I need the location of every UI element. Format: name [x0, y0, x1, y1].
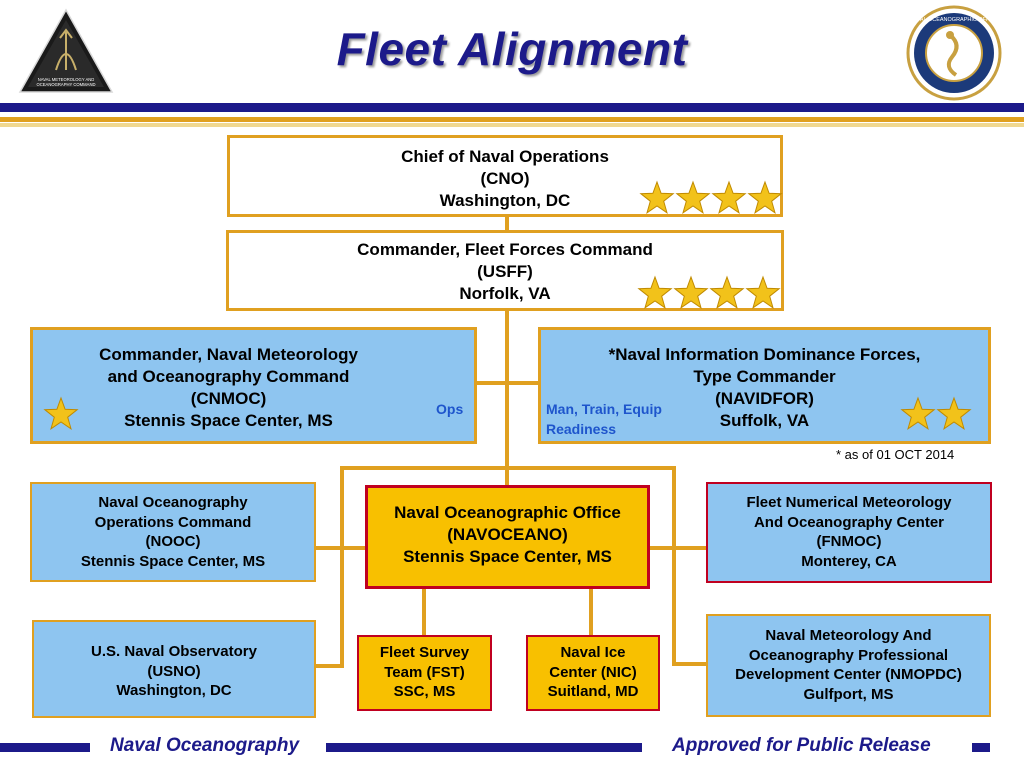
- connector-usno: [315, 664, 342, 668]
- connector-navoceano-right: [649, 546, 674, 550]
- usff-box: Commander, Fleet Forces Command (USFF) N…: [226, 230, 784, 311]
- header-rule-gold: [0, 117, 1024, 122]
- cnmoc-abbr: (CNMOC): [190, 389, 267, 409]
- man-train-equip-label: Man, Train, Equip: [546, 401, 662, 417]
- navidfor-name-2: Type Commander: [693, 367, 836, 387]
- navoceano-location: Stennis Space Center, MS: [403, 547, 612, 567]
- fnmoc-name-1: Fleet Numerical Meteorology: [746, 494, 952, 511]
- navoceano-abbr: (NAVOCEANO): [447, 525, 568, 545]
- header-rule-navy: [0, 103, 1024, 112]
- usff-stars: [637, 275, 782, 311]
- svg-text:OCEANOGRAPHY COMMAND: OCEANOGRAPHY COMMAND: [36, 82, 95, 87]
- star-icon: [711, 180, 747, 214]
- connector-fst: [422, 588, 426, 636]
- navoceano-name: Naval Oceanographic Office: [394, 503, 621, 522]
- star-icon: [639, 180, 675, 214]
- usno-name: U.S. Naval Observatory: [91, 643, 257, 660]
- navoceano-seal: NAVAL OCEANOGRAPHIC OFFICE: [906, 5, 1002, 101]
- fnmoc-location: Monterey, CA: [801, 552, 897, 570]
- cno-location: Washington, DC: [439, 191, 571, 211]
- navidfor-name-1: *Naval Information Dominance Forces,: [608, 345, 921, 364]
- star-icon: [709, 275, 745, 309]
- cnmoc-location: Stennis Space Center, MS: [124, 411, 333, 431]
- connector-cno-usff: [505, 216, 509, 232]
- page-title: Fleet Alignment: [336, 23, 688, 75]
- connector-main-trunk: [505, 310, 509, 488]
- fnmoc-abbr: (FNMOC): [816, 533, 882, 550]
- nooc-box: Naval Oceanography Operations Command (N…: [30, 482, 316, 582]
- star-icon: [673, 275, 709, 309]
- cnmoc-name-2: and Oceanography Command: [107, 367, 350, 387]
- usno-location: Washington, DC: [116, 682, 232, 699]
- cnmoc-box: Commander, Naval Meteorology and Oceanog…: [30, 327, 477, 444]
- star-icon: [900, 396, 936, 430]
- connector-right-vertical: [672, 466, 676, 666]
- fnmoc-name-2: And Oceanography Center: [753, 513, 945, 531]
- footer-left-text: Naval Oceanography: [110, 735, 300, 756]
- usno-abbr: (USNO): [147, 662, 201, 680]
- readiness-label: Readiness: [546, 421, 617, 437]
- cnmoc-stars: [43, 396, 83, 432]
- nmopdc-name-1: Naval Meteorology And: [765, 627, 932, 644]
- navidfor-stars: [900, 396, 980, 432]
- navidfor-box: *Naval Information Dominance Forces, Typ…: [538, 327, 991, 444]
- nic-name-1: Naval Ice: [560, 644, 626, 661]
- fst-name-1: Fleet Survey: [379, 644, 470, 661]
- connector-nic: [589, 588, 593, 636]
- ops-label: Ops: [436, 401, 464, 417]
- connector-distribution-bar: [340, 466, 676, 470]
- navidfor-location: Suffolk, VA: [719, 411, 810, 431]
- svg-text:NAVAL METEOROLOGY AND: NAVAL METEOROLOGY AND: [38, 77, 95, 82]
- nmopdc-name-2: Oceanography Professional: [748, 646, 949, 664]
- nooc-abbr: (NOOC): [145, 533, 201, 550]
- star-icon: [43, 396, 79, 430]
- nmopdc-box: Naval Meteorology And Oceanography Profe…: [706, 614, 991, 717]
- usff-name: Commander, Fleet Forces Command: [357, 240, 653, 259]
- footer-bar-middle: [326, 743, 642, 752]
- nmoc-logo: NAVAL METEOROLOGY AND OCEANOGRAPHY COMMA…: [18, 8, 114, 93]
- cno-abbr: (CNO): [480, 169, 530, 189]
- usno-box: U.S. Naval Observatory (USNO) Washington…: [32, 620, 316, 718]
- cnmoc-name-1: Commander, Naval Meteorology: [99, 345, 358, 364]
- connector-fnmoc: [674, 546, 708, 550]
- star-icon: [745, 275, 781, 309]
- star-icon: [675, 180, 711, 214]
- nooc-location: Stennis Space Center, MS: [80, 552, 266, 570]
- svg-text:NAVAL OCEANOGRAPHIC OFFICE: NAVAL OCEANOGRAPHIC OFFICE: [909, 17, 998, 23]
- star-icon: [747, 180, 783, 214]
- connector-left-vertical: [340, 466, 344, 668]
- usff-location: Norfolk, VA: [459, 284, 551, 304]
- nic-name-2: Center (NIC): [549, 663, 637, 681]
- connector-ops-horizontal: [476, 381, 540, 385]
- navidfor-abbr: (NAVIDFOR): [715, 389, 814, 409]
- connector-nooc: [315, 546, 342, 550]
- cno-stars: [639, 180, 784, 216]
- footer-bar-right: [972, 743, 990, 752]
- nic-location: Suitland, MD: [547, 683, 639, 700]
- star-icon: [936, 396, 972, 430]
- usff-abbr: (USFF): [477, 262, 533, 282]
- cno-name: Chief of Naval Operations: [401, 147, 609, 166]
- fst-location: SSC, MS: [393, 683, 456, 700]
- connector-navoceano-left: [342, 546, 366, 550]
- fst-box: Fleet Survey Team (FST) SSC, MS: [357, 635, 492, 711]
- footnote: * as of 01 OCT 2014: [836, 447, 955, 462]
- star-icon: [637, 275, 673, 309]
- connector-nmopdc: [674, 662, 708, 666]
- footer-right-text: Approved for Public Release: [672, 735, 931, 756]
- fst-name-2: Team (FST): [384, 663, 465, 681]
- fnmoc-box: Fleet Numerical Meteorology And Oceanogr…: [706, 482, 992, 583]
- footer-bar-left: [0, 743, 90, 752]
- nooc-name-1: Naval Oceanography: [98, 494, 248, 511]
- header-rule-gold-light: [0, 123, 1024, 127]
- nooc-name-2: Operations Command: [94, 513, 252, 531]
- navoceano-box: Naval Oceanographic Office (NAVOCEANO) S…: [365, 485, 650, 589]
- nic-box: Naval Ice Center (NIC) Suitland, MD: [526, 635, 660, 711]
- nmopdc-name-3: Development Center (NMOPDC): [735, 666, 962, 683]
- nmopdc-location: Gulfport, MS: [803, 685, 894, 703]
